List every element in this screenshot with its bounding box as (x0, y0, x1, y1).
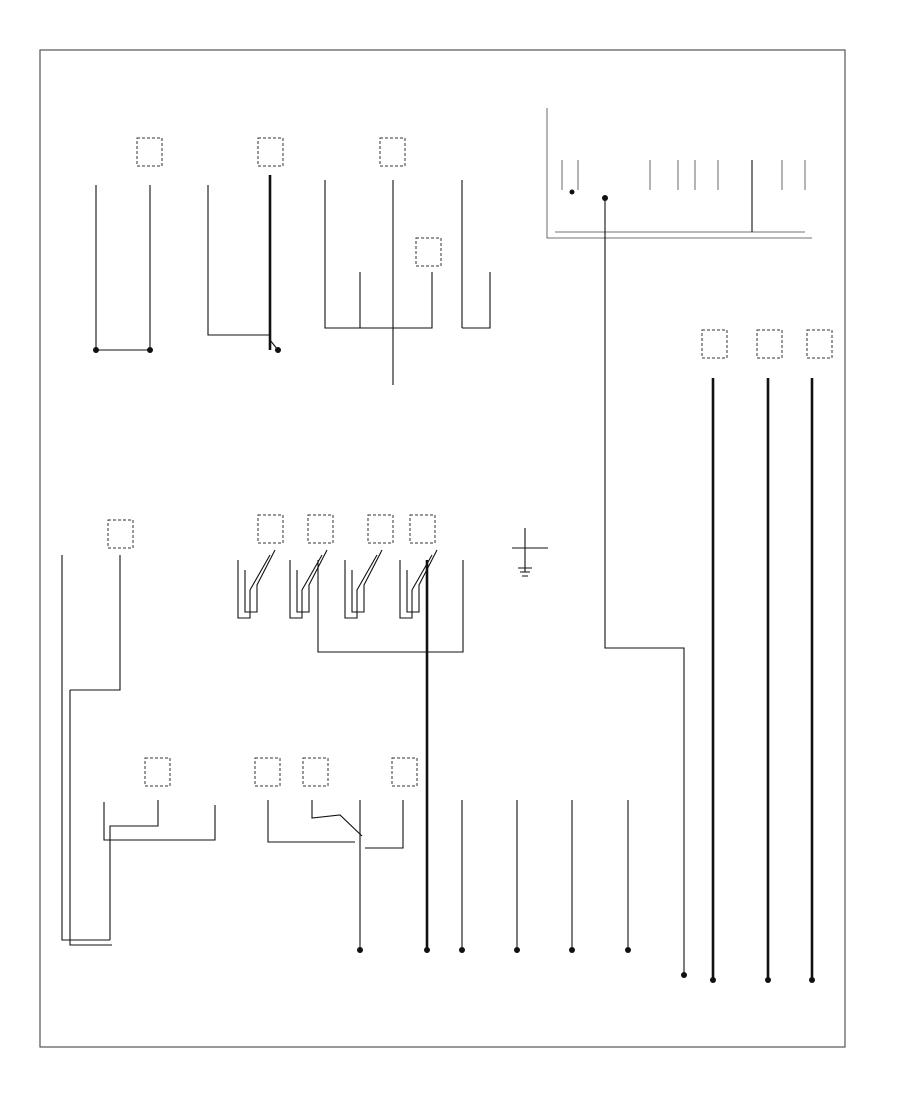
wire (296, 549, 328, 613)
wire (267, 800, 355, 843)
wire (317, 560, 464, 653)
wire (109, 800, 159, 940)
ground-point (765, 977, 771, 983)
top-left-components (93, 137, 491, 385)
ground-symbol (518, 567, 532, 577)
wire (344, 554, 378, 619)
wire (103, 802, 216, 841)
component-connector (756, 329, 783, 359)
top-right-module (546, 108, 812, 975)
wire (61, 555, 110, 941)
wire (399, 554, 433, 619)
wire (406, 549, 438, 613)
wire (237, 554, 271, 619)
wire (351, 549, 383, 613)
ground-point (710, 977, 716, 983)
component-connector (307, 514, 334, 544)
component-connector (806, 329, 833, 359)
splice-point (569, 189, 575, 195)
component-connector (254, 757, 281, 787)
ground-point (514, 947, 520, 953)
ground-point (459, 947, 465, 953)
splice-point (147, 347, 153, 353)
module-boundary (546, 108, 812, 239)
component-connector (701, 329, 728, 359)
splice-point (275, 347, 281, 353)
component-connector (379, 137, 406, 167)
component-connector (415, 237, 442, 267)
ground-point (357, 947, 363, 953)
component-connector (367, 514, 394, 544)
wire (393, 272, 433, 329)
wire (69, 690, 112, 946)
wire (244, 549, 276, 613)
ground-point (424, 947, 430, 953)
ground-point (809, 977, 815, 983)
wire (207, 185, 270, 336)
right-side-components (681, 329, 833, 983)
component-connector (409, 514, 436, 544)
wire (311, 800, 363, 837)
component-connector (302, 757, 329, 787)
bottom-components (103, 757, 631, 953)
component-connector (107, 519, 134, 549)
middle-left-components (61, 519, 134, 946)
component-connector (391, 757, 418, 787)
component-connector (136, 137, 163, 167)
component-connector (144, 757, 171, 787)
wire (365, 800, 404, 849)
wire (604, 198, 685, 975)
splice-point (93, 347, 99, 353)
middle-switch-group (237, 514, 548, 950)
diagram-frame (39, 49, 846, 1048)
ground-point (569, 947, 575, 953)
wire (70, 555, 121, 691)
wire (462, 272, 491, 329)
wire (324, 180, 393, 329)
component-connector (257, 514, 284, 544)
ground-point (625, 947, 631, 953)
ground-point (681, 972, 687, 978)
wire (289, 554, 323, 619)
component-connector (257, 137, 284, 167)
